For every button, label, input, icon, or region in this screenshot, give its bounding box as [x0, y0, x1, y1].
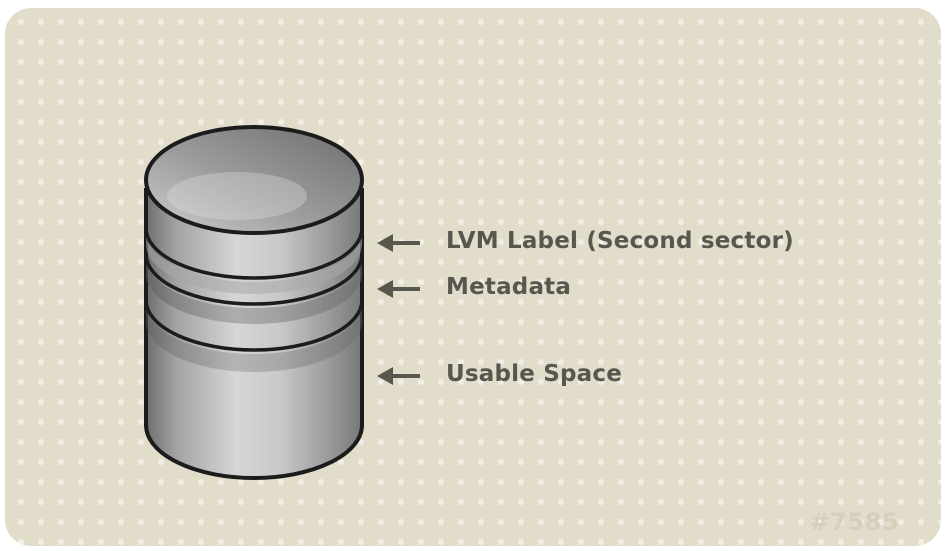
lvm-label-text: LVM Label (Second sector)	[446, 228, 794, 254]
cylinder-top	[144, 125, 364, 235]
metadata-band-shade	[146, 258, 362, 324]
left-arrow-icon	[377, 280, 420, 298]
usable-ring-line	[144, 299, 364, 352]
lvm-disk-diagram	[144, 125, 420, 480]
cylinder-body	[144, 188, 364, 480]
label-band-shade	[146, 232, 362, 294]
diagram-canvas: LVM Label (Second sector) Metadata Usabl…	[5, 8, 941, 546]
label-ring-line	[144, 227, 364, 280]
metadata-ring-line	[144, 253, 364, 306]
left-arrow-icon	[377, 367, 420, 385]
cylinder-top-highlight	[167, 172, 307, 220]
left-arrow-icon	[377, 234, 420, 252]
usable-band-shade	[146, 304, 362, 372]
metadata-label-text: Metadata	[446, 274, 572, 300]
figure-id-watermark: #7585	[809, 508, 899, 536]
usable-space-label-text: Usable Space	[446, 361, 623, 387]
